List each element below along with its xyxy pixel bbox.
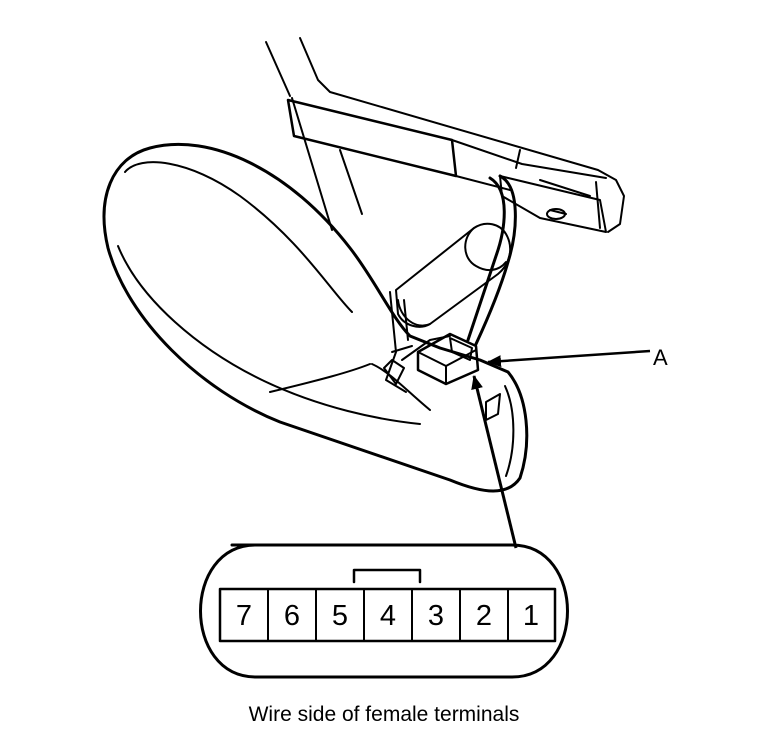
sensor-cylinder (395, 222, 512, 328)
mirror-stem (383, 291, 451, 393)
pin-1: 1 (523, 600, 539, 632)
diagram-caption: Wire side of female terminals (248, 703, 520, 726)
pin-4: 4 (380, 600, 396, 632)
connector-a (416, 332, 501, 421)
callout-a-label: A (653, 345, 668, 370)
connector-face (199, 543, 569, 679)
wire-harness (466, 174, 517, 346)
windshield-bracket (265, 37, 625, 233)
pin-2: 2 (476, 600, 492, 632)
pin-5: 5 (332, 600, 348, 632)
pin-6: 6 (284, 600, 300, 632)
pin-7: 7 (236, 600, 252, 632)
callout-a-arrow (487, 349, 651, 368)
pin-3: 3 (428, 600, 444, 632)
connector-view-arrow (471, 375, 518, 549)
rearview-mirror-housing (102, 143, 529, 493)
pin-numbers: 7 6 5 4 3 2 1 (236, 600, 539, 632)
